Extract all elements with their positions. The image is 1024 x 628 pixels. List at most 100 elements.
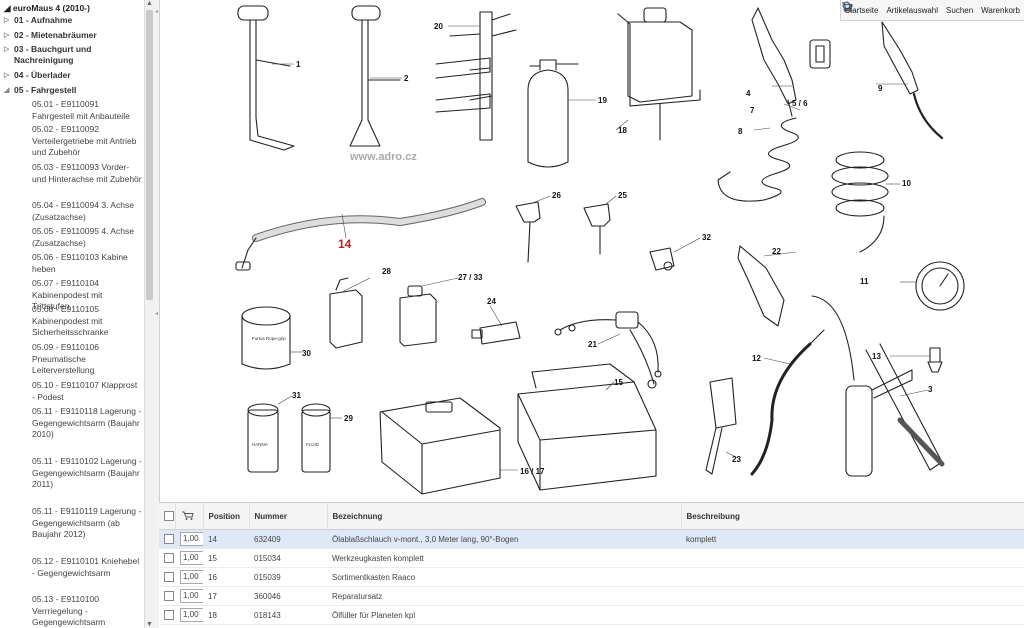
callout[interactable]: 10	[902, 179, 911, 188]
callout[interactable]: 2	[404, 74, 409, 83]
callout[interactable]: 4	[746, 89, 751, 98]
expand-arrow-icon[interactable]: ▷	[4, 17, 10, 24]
callout[interactable]: 7	[750, 106, 755, 115]
row-checkbox-cell[interactable]	[159, 605, 175, 625]
qty-cell[interactable]: 1,00	[175, 529, 203, 549]
article-selection-button[interactable]: Artikelauswahl	[842, 2, 938, 15]
collapse-arrow-icon[interactable]: ◢	[4, 87, 10, 94]
quantity-input[interactable]: 1,00	[180, 570, 203, 584]
scroll-up-icon[interactable]: ▲	[146, 0, 153, 7]
tree-leaf[interactable]: 05.04 - E9110094 3. Achse (Zusatzachse)	[32, 200, 134, 222]
callout[interactable]: 30	[302, 349, 311, 358]
row-checkbox-cell[interactable]	[159, 586, 175, 606]
callout[interactable]: 19	[598, 96, 607, 105]
qty-cell[interactable]: 1,00	[175, 567, 203, 587]
column-beschreibung[interactable]: Beschreibung	[681, 503, 1024, 530]
callout[interactable]: 11	[860, 277, 869, 286]
qty-cell[interactable]: 1,00	[175, 605, 203, 625]
callout[interactable]: 21	[588, 340, 597, 349]
table-row[interactable]: 1,00 14 632409 Ölablaßschlauch v-mont., …	[159, 529, 1024, 549]
callout-highlighted[interactable]: 14	[338, 237, 352, 251]
expand-arrow-icon[interactable]: ▷	[4, 32, 10, 39]
callout[interactable]: 13	[872, 352, 881, 361]
select-all-checkbox[interactable]	[164, 511, 174, 521]
row-checkbox[interactable]	[164, 553, 174, 563]
tree-leaf[interactable]: 05.06 - E9110103 Kabine heben	[32, 252, 128, 274]
column-bezeichnung[interactable]: Bezeichnung	[327, 503, 682, 530]
column-position[interactable]: Position	[203, 503, 250, 530]
row-checkbox[interactable]	[164, 534, 174, 544]
tree-leaf[interactable]: 05.11 - E9110118 Lagerung - Gegengewicht…	[32, 406, 142, 439]
row-checkbox-cell[interactable]	[159, 567, 175, 587]
callout[interactable]: 12	[752, 354, 761, 363]
callout[interactable]: 32	[702, 233, 711, 242]
callout[interactable]: 20	[434, 22, 443, 31]
column-nummer[interactable]: Nummer	[249, 503, 328, 530]
tree-leaf[interactable]: 05.13 - E9110100 Verrriegelung - Gegenge…	[32, 594, 106, 627]
scroll-down-icon[interactable]: ▼	[146, 621, 153, 628]
tree-leaf[interactable]: 05.02 - E9110092 Verteilergetriebe mit A…	[32, 124, 137, 157]
callout[interactable]: 16 / 17	[520, 467, 545, 476]
callout[interactable]: 26	[552, 191, 561, 200]
tree-leaf[interactable]: 05.11 - E9110119 Lagerung - Gegengewicht…	[32, 506, 142, 539]
scrollbar-thumb[interactable]	[146, 10, 153, 300]
cart-button[interactable]: Warenkorb	[841, 2, 1020, 15]
callout[interactable]: 25	[618, 191, 627, 200]
parts-drawing[interactable]: Fortus Rope-grip HANNA FLUID www.adro.cz…	[160, 0, 1024, 498]
callout[interactable]: 28	[382, 267, 391, 276]
callout[interactable]: 31	[292, 391, 301, 400]
tree-leaf[interactable]: 05.11 - E9110102 Lagerung - Gegengewicht…	[32, 456, 142, 489]
tree-root-label[interactable]: ◢ euroMaus 4 (2010-)	[4, 3, 90, 13]
expand-arrow-icon[interactable]: ▷	[4, 46, 10, 53]
quantity-input[interactable]: 1,00	[180, 589, 203, 603]
tree-leaf[interactable]: 05.03 - E9110093 Vorder- und Hinterachse…	[32, 162, 142, 184]
tree-node-bauchgurt[interactable]: ▷ 03 - Bauchgurt und Nachreinigung	[4, 44, 92, 65]
tree-leaf[interactable]: 05.01 - E9110091 Fahrgestell mit Anbaute…	[32, 99, 130, 121]
quantity-input[interactable]: 1,00	[180, 532, 203, 546]
callout[interactable]: 8	[738, 127, 743, 136]
sidebar-scrollbar[interactable]: ▲ ▼	[144, 0, 154, 628]
tree-leaf[interactable]: 05.05 - E9110095 4. Achse (Zusatzachse)	[32, 226, 134, 248]
position-cell: 16	[203, 567, 249, 587]
row-checkbox[interactable]	[164, 610, 174, 620]
tree-leaf[interactable]: 05.08 - E9110105 Kabinenpodest mit Siche…	[32, 304, 109, 337]
callout[interactable]: 3	[928, 385, 933, 394]
callout[interactable]: 24	[487, 297, 496, 306]
quantity-input[interactable]: 1,00	[180, 551, 203, 565]
position-cell: 17	[203, 586, 249, 606]
row-checkbox[interactable]	[164, 591, 174, 601]
qty-cell[interactable]: 1,00	[175, 548, 203, 568]
table-row[interactable]: 1,00 17 360046 Reparatursatz	[159, 586, 1024, 606]
tree-leaf[interactable]: 05.12 - E9110101 Kniehebel - Gegengewich…	[32, 556, 140, 578]
callout[interactable]: 1	[296, 60, 301, 69]
callout[interactable]: 23	[732, 455, 741, 464]
tree-node-fahrgestell[interactable]: ◢ 05 - Fahrgestell	[4, 85, 77, 95]
beschreibung-cell	[681, 567, 1024, 587]
tree-node-mietenabraeumer[interactable]: ▷ 02 - Mietenabräumer	[4, 30, 97, 40]
tree-leaf[interactable]: 05.10 - E9110107 Klapprost - Podest	[32, 380, 138, 402]
callout[interactable]: 27 / 33	[458, 273, 483, 282]
table-row[interactable]: 1,00 15 015034 Werkzeugkasten komplett	[159, 548, 1024, 568]
callout[interactable]: 5 / 6	[792, 99, 808, 108]
tree-node-ueberlader[interactable]: ▷ 04 - Überlader	[4, 70, 71, 80]
row-checkbox-cell[interactable]	[159, 529, 175, 549]
expand-arrow-icon[interactable]: ▷	[4, 72, 10, 79]
row-checkbox-cell[interactable]	[159, 548, 175, 568]
quantity-input[interactable]: 1,00	[180, 608, 203, 622]
search-button[interactable]: Suchen	[842, 1, 973, 15]
table-row[interactable]: 1,00 18 018143 Ölfüller für Planeten kpl	[159, 605, 1024, 625]
tree-leaf[interactable]: 05.07 - E9110104 Kabinenpodest mit Tritt…	[32, 278, 103, 311]
collapse-icon[interactable]: ◢	[4, 3, 11, 13]
table-row[interactable]: 1,00 16 015039 Sortimentkasten Raaco	[159, 567, 1024, 587]
tree-node-aufnahme[interactable]: ▷ 01 - Aufnahme	[4, 15, 73, 25]
callout[interactable]: 29	[344, 414, 353, 423]
callout[interactable]: 18	[618, 126, 627, 135]
callout[interactable]: 9	[878, 84, 883, 93]
callout[interactable]: 15	[614, 378, 623, 387]
tree-leaf[interactable]: 05.09 - E9110106 Pneumatische Leitervers…	[32, 342, 99, 375]
qty-cell[interactable]: 1,00	[175, 586, 203, 606]
callout[interactable]: 22	[772, 247, 781, 256]
panel-splitter[interactable]: ◂ ◂	[154, 0, 160, 628]
row-checkbox[interactable]	[164, 572, 174, 582]
select-all-header[interactable]	[159, 503, 176, 530]
